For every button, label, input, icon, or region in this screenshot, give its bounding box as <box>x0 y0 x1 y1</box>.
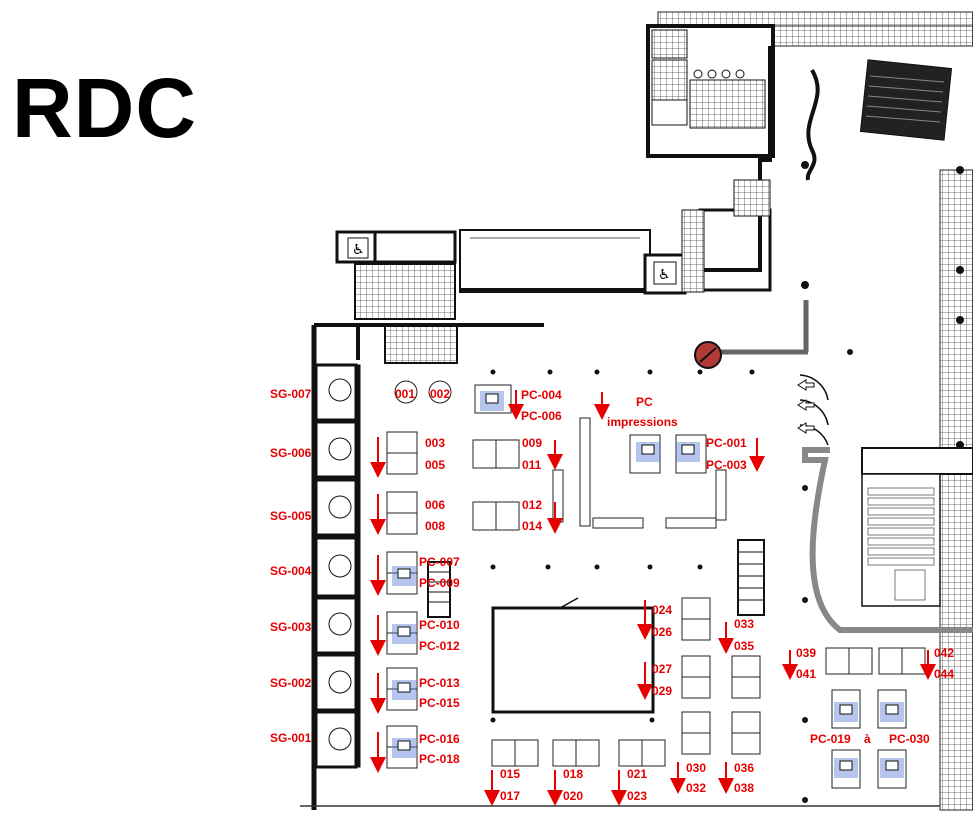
label-a: à <box>864 732 871 746</box>
label-024: 024 <box>652 603 672 617</box>
label-002: 002 <box>430 387 450 401</box>
label-033: 033 <box>734 617 754 631</box>
label-035: 035 <box>734 639 754 653</box>
round-tables <box>394 380 452 404</box>
label-pc-012: PC-012 <box>419 639 460 653</box>
label-pc-015: PC-015 <box>419 696 460 710</box>
label-pc-013: PC-013 <box>419 676 460 690</box>
label-pc-007: PC-007 <box>419 555 460 569</box>
svg-text:♿: ♿ <box>658 267 671 283</box>
label-030: 030 <box>686 761 706 775</box>
label-038: 038 <box>734 781 754 795</box>
label-pc-print-2: impressions <box>607 415 678 429</box>
label-005: 005 <box>425 458 445 472</box>
label-036: 036 <box>734 761 754 775</box>
label-pc-006: PC-006 <box>521 409 562 423</box>
label-008: 008 <box>425 519 445 533</box>
label-sg-004: SG-004 <box>270 564 312 578</box>
label-sg-003: SG-003 <box>270 620 312 634</box>
label-003: 003 <box>425 436 445 450</box>
accessible-toilet-icon: ♿ <box>347 237 369 259</box>
label-pc-016: PC-016 <box>419 732 460 746</box>
seat-labels: 001 002 003 005 006 008 009 011 012 014 … <box>395 387 954 803</box>
label-pc-004: PC-004 <box>521 388 562 402</box>
label-026: 026 <box>652 625 672 639</box>
building-structure <box>300 11 973 811</box>
page-title: RDC <box>12 61 197 155</box>
label-029: 029 <box>652 684 672 698</box>
label-pc-019: PC-019 <box>810 732 851 746</box>
desks <box>386 384 926 789</box>
label-pc-print-1: PC <box>636 395 653 409</box>
study-rooms <box>314 363 361 769</box>
label-032: 032 <box>686 781 706 795</box>
label-sg-005: SG-005 <box>270 509 312 523</box>
columns <box>490 161 964 803</box>
label-018: 018 <box>563 767 583 781</box>
label-pc-003: PC-003 <box>706 458 747 472</box>
label-sg-007: SG-007 <box>270 387 312 401</box>
accessible-toilet-icon: ♿ <box>653 261 677 285</box>
label-023: 023 <box>627 789 647 803</box>
label-009: 009 <box>522 436 542 450</box>
label-017: 017 <box>500 789 520 803</box>
exit-arrow-icon <box>797 379 815 434</box>
label-012: 012 <box>522 498 542 512</box>
label-041: 041 <box>796 667 816 681</box>
label-011: 011 <box>522 458 542 472</box>
label-pc-030: PC-030 <box>889 732 930 746</box>
label-021: 021 <box>627 767 647 781</box>
label-sg-006: SG-006 <box>270 446 312 460</box>
central-room <box>491 597 655 714</box>
label-sg-002: SG-002 <box>270 676 312 690</box>
label-015: 015 <box>500 767 520 781</box>
label-sg-001: SG-001 <box>270 731 312 745</box>
direction-arrows <box>370 390 936 806</box>
label-044: 044 <box>934 667 954 681</box>
label-001: 001 <box>395 387 415 401</box>
computer-icon <box>392 391 904 778</box>
svg-text:♿: ♿ <box>352 242 365 258</box>
label-pc-018: PC-018 <box>419 752 460 766</box>
label-039: 039 <box>796 646 816 660</box>
label-014: 014 <box>522 519 542 533</box>
pc-labels: PC-004 PC-006 PC impressions PC-001 PC-0… <box>419 388 930 766</box>
label-020: 020 <box>563 789 583 803</box>
label-pc-001: PC-001 <box>706 436 747 450</box>
label-042: 042 <box>934 646 954 660</box>
label-pc-010: PC-010 <box>419 618 460 632</box>
label-pc-009: PC-009 <box>419 576 460 590</box>
label-006: 006 <box>425 498 445 512</box>
study-room-labels: SG-007 SG-006 SG-005 SG-004 SG-003 SG-00… <box>270 387 312 745</box>
stairs-icon <box>427 539 765 618</box>
label-027: 027 <box>652 662 672 676</box>
